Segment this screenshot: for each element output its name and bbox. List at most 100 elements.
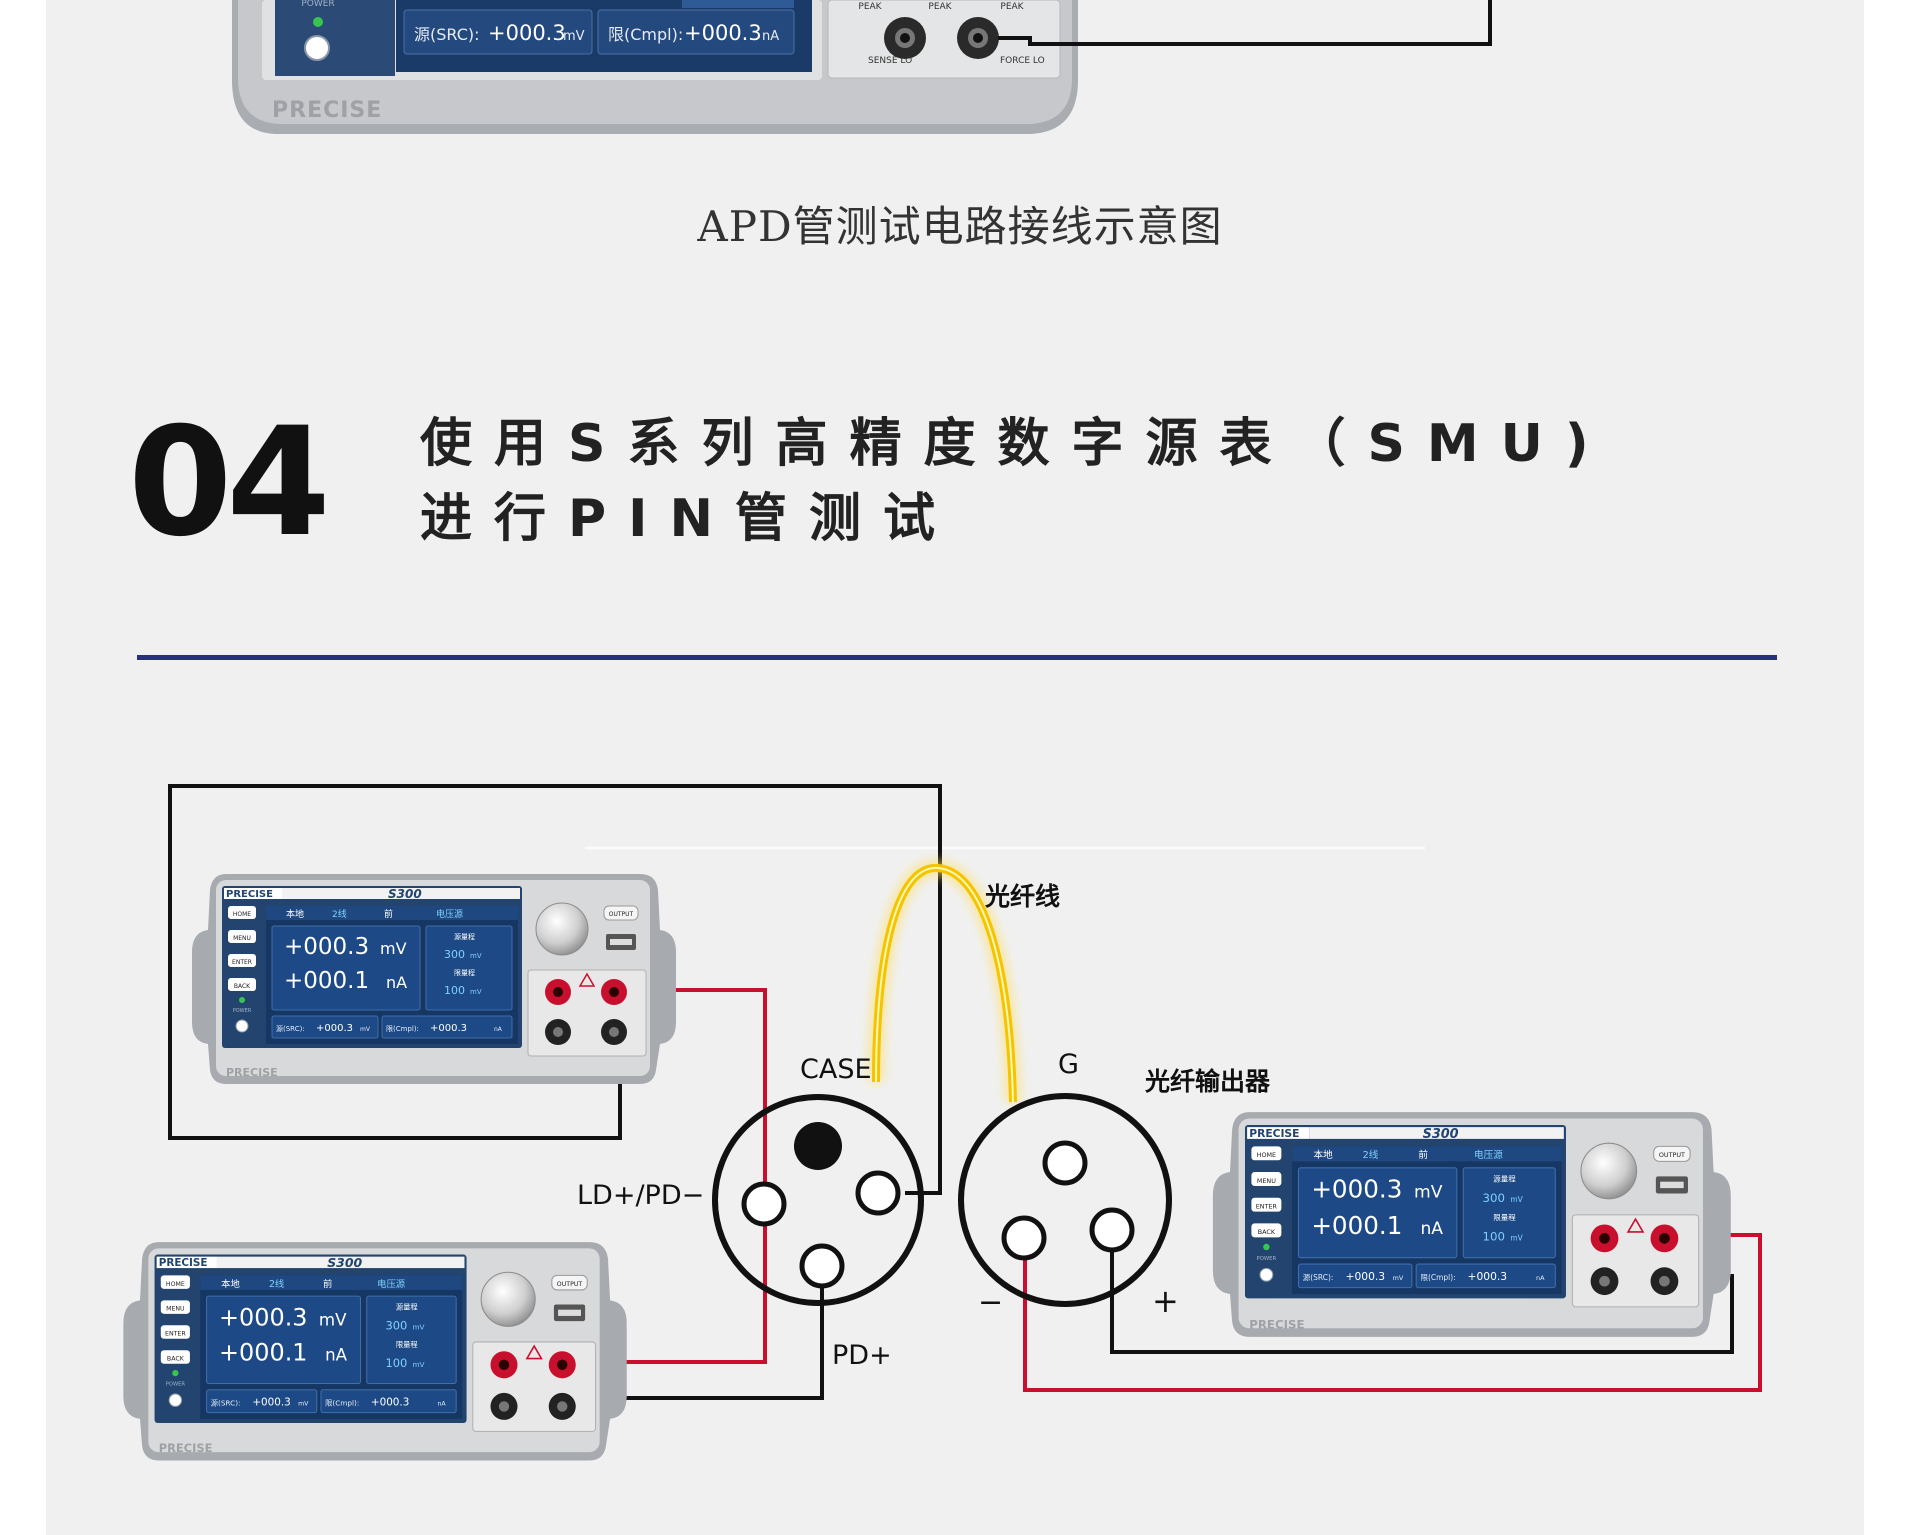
status-wire: 2线	[269, 1278, 284, 1290]
reading1-value: +000.3	[219, 1303, 307, 1331]
smu-brand: PRECISE	[226, 889, 273, 900]
home-button-label: HOME	[166, 1281, 185, 1288]
power-button[interactable]	[1259, 1267, 1274, 1282]
top-wire-black	[998, 0, 1492, 46]
top-cmpl-value: +000.3	[684, 21, 762, 45]
pd-plus-pin	[799, 1243, 845, 1289]
g-label: G	[1058, 1049, 1079, 1080]
status-local: 本地	[286, 908, 304, 920]
smu-brand: PRECISE	[159, 1257, 208, 1269]
home-button[interactable]	[228, 906, 256, 919]
menu-button-label: MENU	[166, 1306, 185, 1313]
range1-value: 300	[1483, 1191, 1505, 1205]
case-pin	[794, 1122, 842, 1170]
home-button-label: HOME	[233, 911, 251, 918]
back-button[interactable]	[160, 1350, 190, 1364]
enter-button[interactable]	[228, 954, 256, 967]
rotary-knob[interactable]	[1580, 1142, 1638, 1200]
output-label: OUTPUT	[557, 1281, 583, 1288]
smu-instrument-1: PRECISE S300 HOME MENU ENTER BACK POWER …	[192, 874, 676, 1084]
output-button[interactable]	[551, 1274, 588, 1291]
menu-button[interactable]	[160, 1300, 190, 1314]
back-button-label: BACK	[234, 983, 251, 990]
src-unit: mV	[298, 1400, 309, 1407]
peak-label-2: PEAK	[928, 2, 952, 12]
range2-unit: mV	[412, 1360, 424, 1369]
status-mode: 电压源	[377, 1278, 406, 1290]
smu-brand: PRECISE	[1249, 1127, 1299, 1140]
enter-button-label: ENTER	[232, 959, 252, 966]
g-minus-pin	[1001, 1215, 1047, 1261]
back-button[interactable]	[228, 978, 256, 991]
src-label: 源(SRC):	[1303, 1273, 1334, 1282]
cmpl-unit: nA	[1536, 1274, 1545, 1282]
top-power-label: POWER	[301, 0, 334, 9]
menu-button[interactable]	[228, 930, 256, 943]
src-value: +000.3	[316, 1023, 353, 1034]
reading1-value: +000.3	[1311, 1175, 1402, 1204]
src-unit: mV	[360, 1026, 371, 1033]
range1-label: 源量程	[1493, 1175, 1516, 1184]
enter-button[interactable]	[160, 1325, 190, 1339]
power-button[interactable]	[168, 1393, 183, 1407]
top-src-unit: mV	[563, 29, 585, 44]
power-led	[239, 997, 245, 1003]
power-button[interactable]	[304, 35, 330, 61]
smu-model: S300	[388, 887, 422, 901]
cmpl-unit: nA	[494, 1026, 503, 1033]
smu-brand-plate: PRECISE	[1249, 1317, 1304, 1331]
apd-diagram-caption: APD管测试电路接线示意图	[697, 202, 1223, 251]
reading2-unit: nA	[1420, 1219, 1443, 1239]
output-label: OUTPUT	[609, 911, 634, 918]
smu-power-label: POWER	[1256, 1256, 1276, 1262]
output-button[interactable]	[1653, 1145, 1691, 1162]
rotary-knob[interactable]	[535, 902, 589, 956]
smu-instrument-3: PRECISE S300 HOME MENU ENTER BACK POWER …	[1212, 1112, 1731, 1337]
top-src-value: +000.3	[488, 21, 566, 45]
red-wire-smu1	[650, 988, 767, 1205]
enter-button-label: ENTER	[1256, 1202, 1278, 1210]
cmpl-value: +000.3	[430, 1023, 467, 1034]
smu-brand-plate: PRECISE	[226, 1066, 278, 1079]
g-connector	[958, 1093, 1172, 1307]
minus-label: −	[978, 1285, 1003, 1320]
section-title-line1: 使用S系列高精度数字源表（SMU)	[420, 414, 1611, 474]
peak-label-3: PEAK	[1000, 2, 1024, 12]
range1-label: 源量程	[396, 1303, 418, 1312]
rotary-knob[interactable]	[480, 1271, 536, 1327]
reading1-unit: mV	[319, 1310, 347, 1329]
case-right-pin	[855, 1170, 901, 1216]
top-cmpl-unit: nA	[762, 29, 779, 44]
smu-model: S300	[1423, 1127, 1459, 1142]
smu-power-label: POWER	[233, 1008, 252, 1014]
red-wire-smu3	[1023, 1233, 1762, 1392]
power-led	[313, 17, 323, 27]
back-button-label: BACK	[167, 1356, 185, 1363]
output-label: OUTPUT	[1659, 1151, 1685, 1159]
reading2-unit: nA	[325, 1346, 348, 1365]
reading1-value: +000.3	[284, 934, 369, 960]
range2-value: 100	[385, 1356, 407, 1370]
status-local: 本地	[221, 1278, 240, 1290]
reading2-value: +000.1	[219, 1339, 307, 1367]
src-value: +000.3	[1346, 1270, 1386, 1283]
range2-unit: mV	[1510, 1234, 1523, 1243]
menu-button[interactable]	[1251, 1172, 1282, 1186]
smu-instrument-2: PRECISE S300 HOME MENU ENTER BACK POWER …	[123, 1242, 627, 1461]
plus-label: +	[1152, 1282, 1179, 1320]
home-button[interactable]	[160, 1275, 190, 1289]
output-button[interactable]	[603, 905, 639, 921]
back-button[interactable]	[1251, 1223, 1282, 1238]
enter-button[interactable]	[1251, 1197, 1282, 1212]
fiber-cable	[868, 860, 1021, 1103]
range1-value: 300	[385, 1318, 407, 1332]
top-instrument: POWER 源(SRC): +000.3 mV 限(Cmpl): +000.3 …	[232, 0, 1492, 134]
range2-value: 100	[444, 984, 465, 997]
status-mode: 电压源	[436, 908, 463, 920]
smu-brand-plate: PRECISE	[159, 1441, 213, 1455]
menu-button-label: MENU	[233, 935, 251, 942]
status-mode: 电压源	[1474, 1149, 1503, 1161]
home-button[interactable]	[1251, 1146, 1282, 1161]
src-value: +000.3	[252, 1396, 290, 1408]
power-button[interactable]	[235, 1019, 249, 1033]
